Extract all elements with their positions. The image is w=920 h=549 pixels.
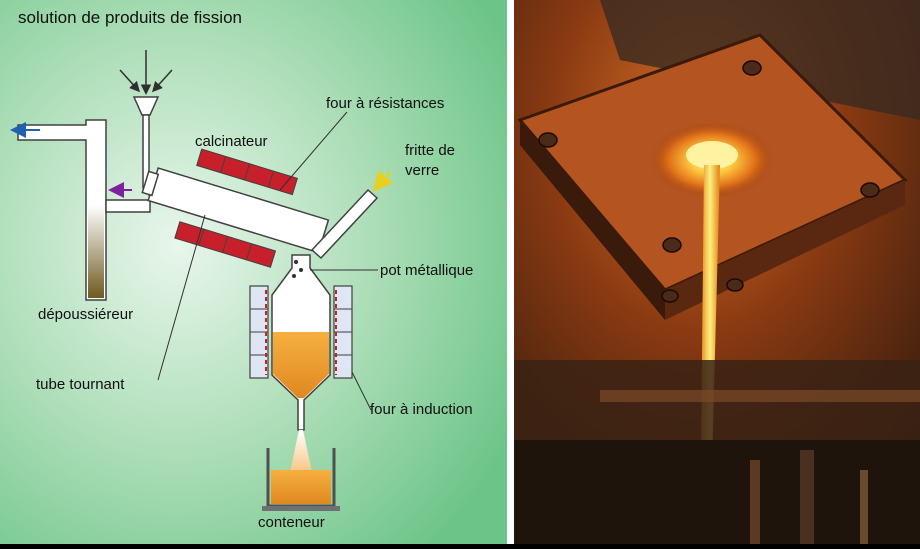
photo-panel (507, 0, 920, 544)
label-depoussiereur: dépoussiéreur (38, 306, 134, 323)
rotating-tube (141, 167, 330, 254)
metal-pot (271, 254, 331, 431)
leader-lines (157, 111, 378, 411)
label-pot-metallique: pot métallique (380, 262, 474, 279)
label-conteneur: conteneur (258, 514, 325, 531)
label-calcinateur: calcinateur (195, 133, 268, 150)
dust-collector (17, 119, 151, 301)
label-tube-tournant: tube tournant (36, 376, 125, 393)
label-four-induction: four à induction (370, 401, 473, 418)
label-fritte-line1: fritte de (405, 142, 456, 159)
container (262, 448, 340, 511)
induction-coil-right (333, 285, 353, 379)
induction-coil-left (249, 285, 269, 379)
frit-pipe (310, 188, 379, 260)
resistance-furnace-top (196, 148, 298, 196)
diagram-title: solution de produits de fission (18, 8, 242, 27)
label-fritte-line2: verre (405, 162, 440, 179)
frit-arrow (372, 170, 394, 192)
diagram-panel (0, 0, 507, 544)
label-four-resistances: four à résistances (326, 95, 445, 112)
